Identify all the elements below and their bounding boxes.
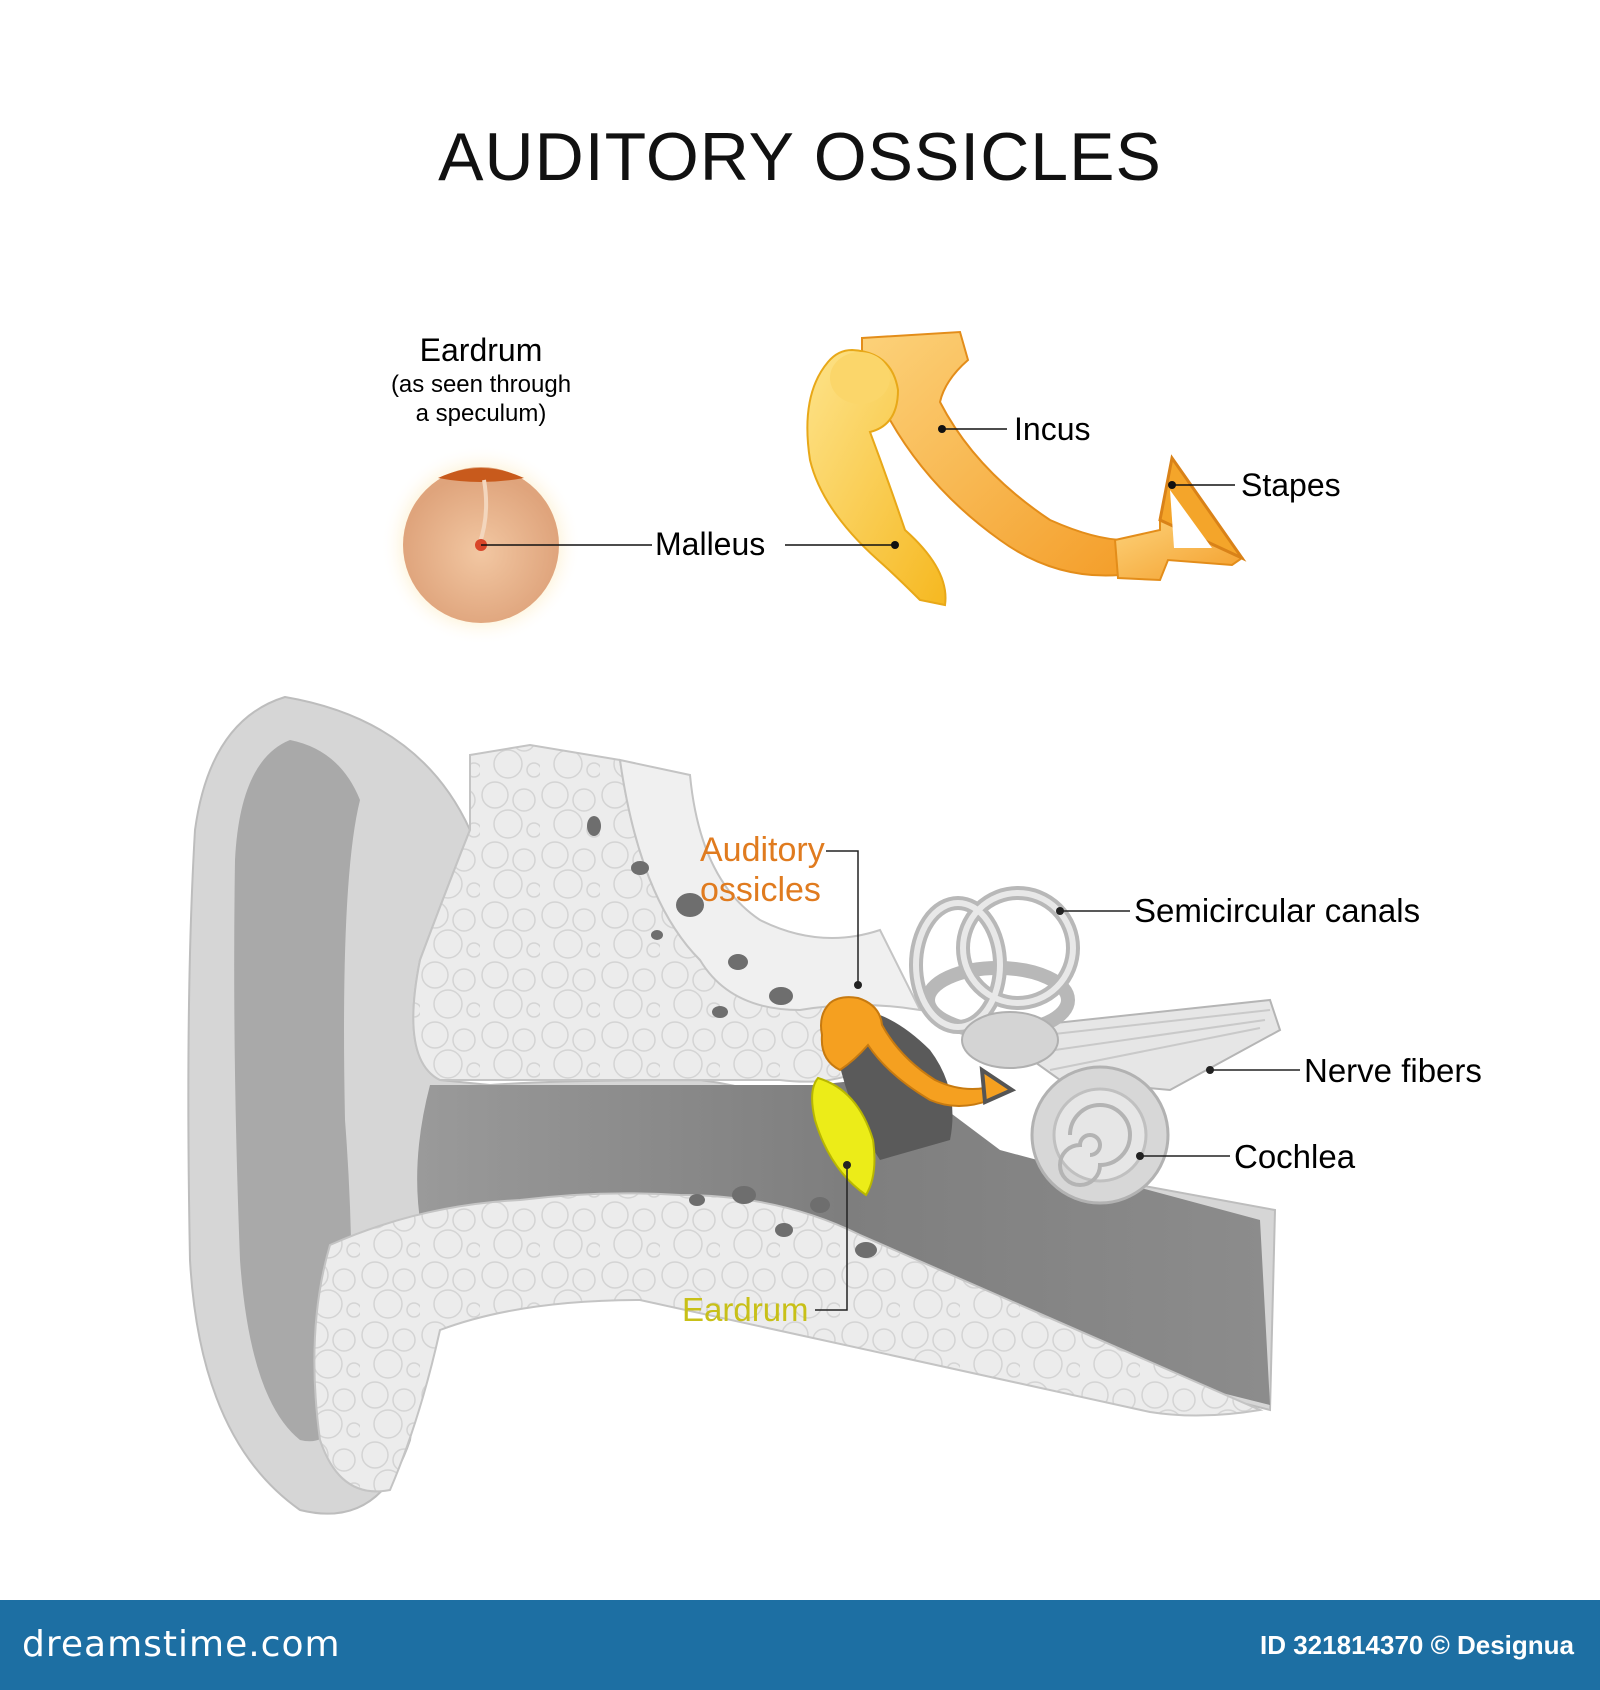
eardrum-inset-heading: Eardrum (420, 332, 543, 368)
page-title: AUDITORY OSSICLES (438, 119, 1162, 195)
bone-holes-lower (689, 1186, 877, 1258)
auditory-ossicles-label-line2: ossicles (700, 871, 821, 909)
nerve-fibers-label: Nerve fibers (1304, 1052, 1482, 1089)
semicircular-canals (909, 886, 1080, 1039)
lower-temporal-bone (313, 1192, 1264, 1493)
eardrum-membrane (811, 1076, 876, 1197)
eardrum-label: Eardrum (682, 1291, 809, 1328)
malleus-bone (806, 348, 947, 607)
auditory-ossicles-leader (826, 850, 859, 985)
eardrum-leader (815, 1165, 848, 1311)
stapes-foramen (1170, 490, 1212, 548)
eardrum-inset-subheading-2: a speculum) (416, 400, 547, 427)
cochlea-label: Cochlea (1234, 1138, 1356, 1175)
ossicles-in-situ (820, 996, 992, 1107)
ear-anatomy-diagram: Eardrum (as seen through a speculum) Mal… (187, 330, 1482, 1515)
vestibule (961, 1011, 1059, 1069)
footer-image-id: ID 321814370 © Designua (1260, 1630, 1574, 1660)
membrane-upper-shade (438, 468, 524, 482)
stapes-in-situ (979, 1066, 1017, 1105)
footer-brand[interactable]: dreamstime.com (22, 1624, 341, 1665)
malleus-head (830, 352, 890, 404)
incus-label: Incus (1014, 411, 1090, 447)
malleus-label: Malleus (655, 526, 765, 562)
eardrum-inset: Eardrum (as seen through a speculum) (381, 332, 652, 645)
bone-holes-upper (587, 816, 793, 1018)
cochlea-shape (1030, 1065, 1170, 1205)
eardrum-inset-subheading-1: (as seen through (391, 371, 571, 398)
stapes-label: Stapes (1241, 467, 1341, 503)
footer-bar: dreamstime.com ID 321814370 © Designua (0, 1600, 1600, 1690)
ear-cross-section (187, 695, 1300, 1515)
stapes-bone (1113, 518, 1244, 582)
auditory-ossicles-label-line1: Auditory (700, 831, 825, 869)
semicircular-canals-label: Semicircular canals (1134, 892, 1420, 929)
ossicle-chain (785, 330, 1247, 607)
